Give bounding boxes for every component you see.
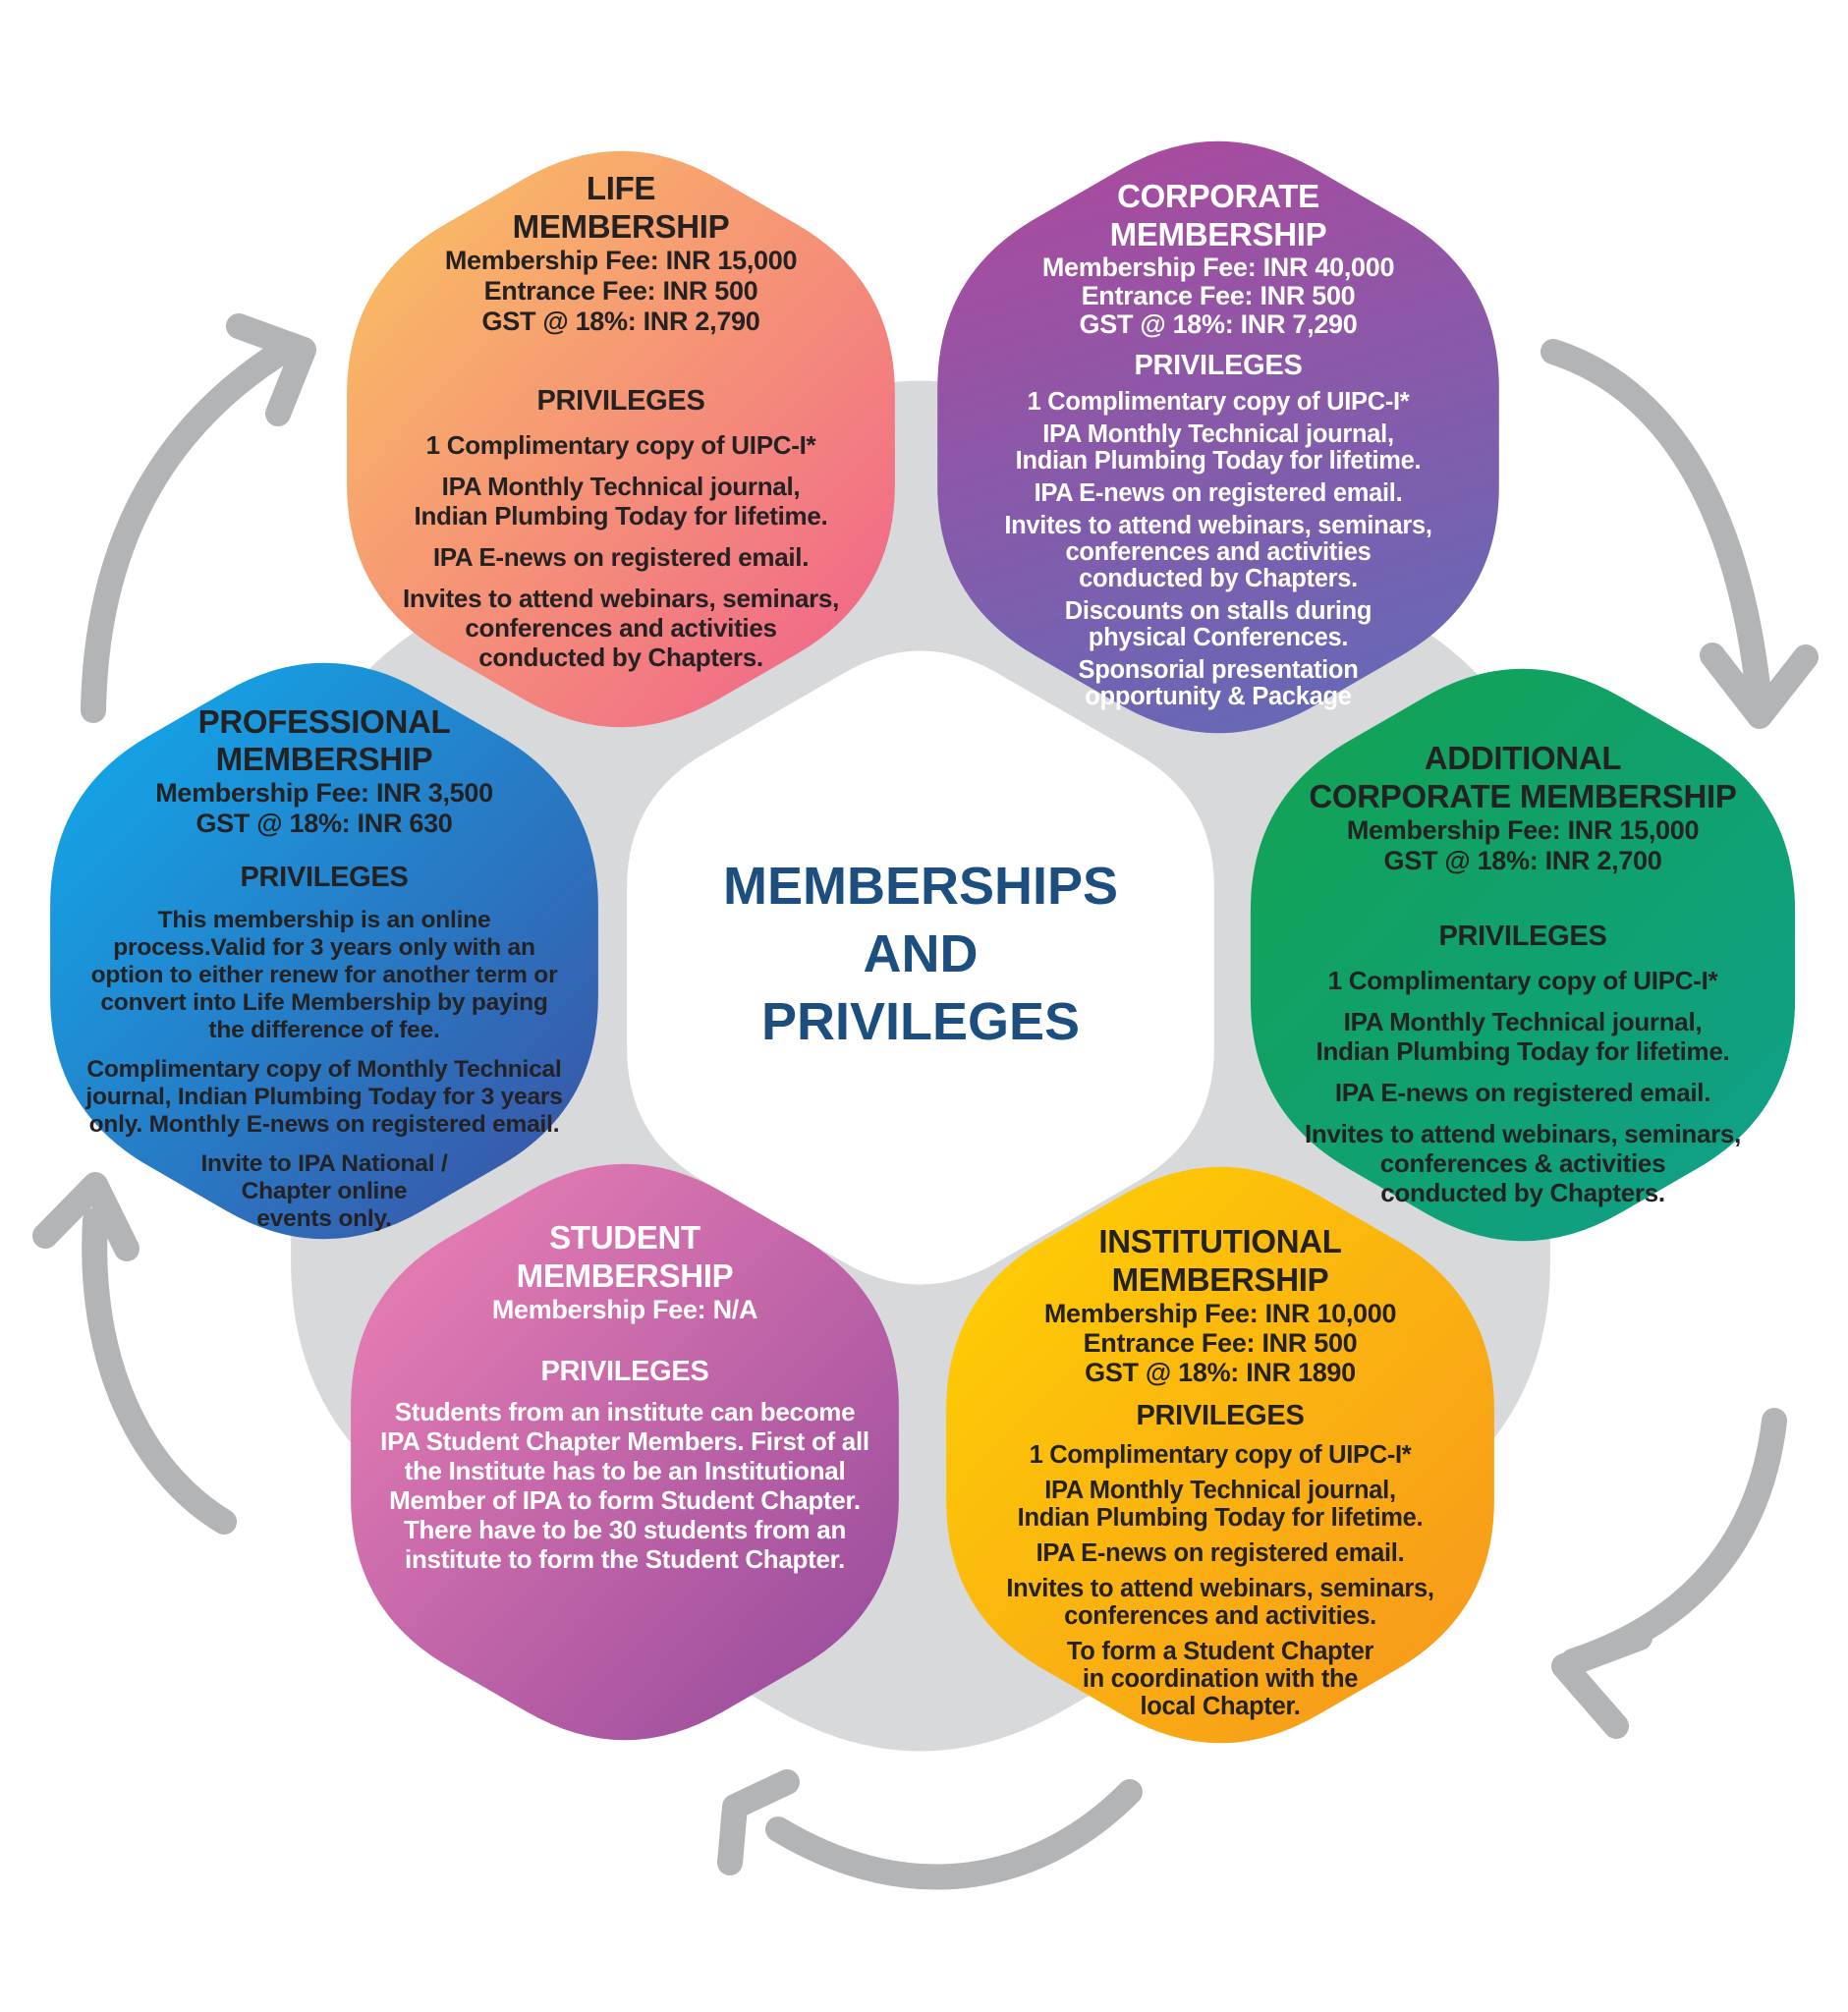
institutional-privilege-item: 1 Complimentary copy of UIPC-I* bbox=[1029, 1441, 1412, 1469]
hexagon-life-membership bbox=[347, 150, 895, 728]
additional-corporate-privileges-label: PRIVILEGES bbox=[1438, 921, 1607, 952]
institutional-membership-heading: INSTITUTIONAL MEMBERSHIP bbox=[1098, 1223, 1342, 1298]
professional-membership-heading: PROFESSIONAL MEMBERSHIP bbox=[197, 703, 451, 777]
hexagon-student-membership bbox=[351, 1163, 899, 1741]
hexagon-professional-membership bbox=[50, 662, 598, 1240]
flow-arrow-top-left bbox=[81, 335, 301, 723]
corporate-privilege-item: IPA E-news on registered email. bbox=[1034, 479, 1403, 507]
additional-corporate-privilege-item: IPA E-news on registered email. bbox=[1334, 1078, 1711, 1107]
student-privileges-label: PRIVILEGES bbox=[540, 1356, 709, 1387]
life-privilege-item: IPA E-news on registered email. bbox=[432, 542, 810, 572]
professional-membership-card: PROFESSIONAL MEMBERSHIP Membership Fee: … bbox=[31, 703, 617, 1233]
corporate-privilege-item: Invites to attend webinars, seminars, co… bbox=[1004, 512, 1432, 592]
institutional-privilege-item: To form a Student Chapter in coordinatio… bbox=[1066, 1638, 1374, 1720]
additional-corporate-privilege-item: IPA Monthly Technical journal, Indian Pl… bbox=[1316, 1007, 1730, 1066]
professional-membership-fees: Membership Fee: INR 3,500 GST @ 18%: INR… bbox=[155, 778, 493, 838]
institutional-privilege-item: IPA Monthly Technical journal, Indian Pl… bbox=[1017, 1477, 1424, 1532]
life-membership-fees: Membership Fee: INR 15,000 Entrance Fee:… bbox=[444, 246, 798, 336]
additional-corporate-privilege-item: 1 Complimentary copy of UIPC-I* bbox=[1327, 966, 1718, 995]
additional-corporate-heading: ADDITIONAL CORPORATE MEMBERSHIP bbox=[1309, 740, 1737, 814]
life-privilege-item: 1 Complimentary copy of UIPC-I* bbox=[425, 430, 816, 460]
institutional-privilege-item: Invites to attend webinars, seminars, co… bbox=[1006, 1575, 1434, 1630]
flow-arrow-bottom-right bbox=[1560, 1408, 1787, 1674]
corporate-privilege-item: Discounts on stalls during physical Conf… bbox=[1064, 597, 1372, 651]
arrowhead-left-icon bbox=[32, 1172, 140, 1261]
corporate-privilege-item: Sponsorial presentation opportunity & Pa… bbox=[1078, 656, 1359, 710]
arrowhead-top-left-icon bbox=[226, 313, 316, 426]
life-privileges-label: PRIVILEGES bbox=[536, 385, 705, 417]
corporate-membership-card: CORPORATE MEMBERSHIP Membership Fee: INR… bbox=[945, 177, 1491, 710]
hexagon-institutional-membership bbox=[946, 1166, 1494, 1744]
hexagon-additional-corporate-membership bbox=[1250, 668, 1796, 1242]
additional-corporate-fees: Membership Fee: INR 15,000 GST @ 18%: IN… bbox=[1346, 815, 1700, 875]
life-membership-card: LIFE MEMBERSHIP Membership Fee: INR 15,0… bbox=[346, 169, 896, 672]
life-privilege-item: Invites to attend webinars, seminars, co… bbox=[402, 584, 840, 672]
arrowhead-bottom-icon bbox=[717, 1769, 800, 1875]
flow-arrow-top-right bbox=[1540, 339, 1770, 699]
additional-corporate-membership-card: ADDITIONAL CORPORATE MEMBERSHIP Membersh… bbox=[1236, 739, 1810, 1207]
arrowhead-bottom-right-icon bbox=[1551, 1625, 1652, 1739]
flow-arrow-left bbox=[82, 1207, 237, 1535]
institutional-membership-fees: Membership Fee: INR 10,000 Entrance Fee:… bbox=[1043, 1299, 1397, 1387]
page-title: MEMBERSHIPS AND PRIVILEGES bbox=[722, 857, 1119, 1051]
life-membership-heading: LIFE MEMBERSHIP bbox=[512, 170, 730, 245]
professional-privilege-item: This membership is an online process.Val… bbox=[90, 907, 558, 1043]
corporate-membership-fees: Membership Fee: INR 40,000 Entrance Fee:… bbox=[1041, 252, 1395, 339]
corporate-membership-heading: CORPORATE MEMBERSHIP bbox=[1109, 178, 1327, 252]
professional-privileges-label: PRIVILEGES bbox=[240, 862, 409, 893]
institutional-membership-card: INSTITUTIONAL MEMBERSHIP Membership Fee:… bbox=[947, 1222, 1493, 1720]
hexagon-corporate-membership bbox=[937, 140, 1499, 734]
arrowhead-top-right-icon bbox=[1700, 643, 1819, 729]
corporate-privilege-item: IPA Monthly Technical journal, Indian Pl… bbox=[1015, 420, 1422, 475]
student-membership-heading: STUDENT MEMBERSHIP bbox=[516, 1219, 734, 1294]
flow-arrows bbox=[32, 313, 1819, 1890]
student-privilege-item: Students from an institute can become IP… bbox=[380, 1397, 869, 1574]
institutional-privilege-item: IPA E-news on registered email. bbox=[1036, 1539, 1405, 1567]
corporate-privilege-item: 1 Complimentary copy of UIPC-I* bbox=[1027, 388, 1410, 416]
additional-corporate-privilege-item: Invites to attend webinars, seminars, co… bbox=[1304, 1119, 1742, 1207]
student-membership-card: STUDENT MEMBERSHIP Membership Fee: N/A P… bbox=[332, 1218, 918, 1574]
institutional-privileges-label: PRIVILEGES bbox=[1136, 1400, 1305, 1431]
flow-arrow-bottom bbox=[765, 1779, 1143, 1890]
life-privilege-item: IPA Monthly Technical journal, Indian Pl… bbox=[414, 472, 828, 531]
center-hexagon bbox=[627, 650, 1214, 1285]
corporate-privileges-label: PRIVILEGES bbox=[1134, 350, 1303, 381]
student-membership-fees: Membership Fee: N/A bbox=[491, 1295, 758, 1324]
professional-privilege-item: Invite to IPA National / Chapter online … bbox=[200, 1150, 448, 1232]
professional-privilege-item: Complimentary copy of Monthly Technical … bbox=[85, 1056, 563, 1138]
